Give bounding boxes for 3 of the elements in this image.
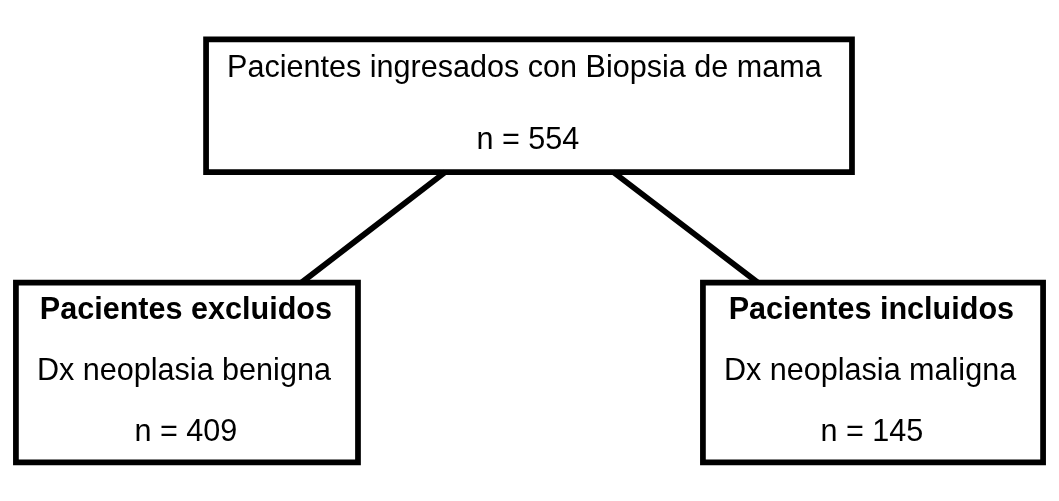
node-box: Pacientes ingresados con Biopsia de mama n = 554: [203, 36, 855, 175]
node-box: Pacientes incluidos Dx neoplasia maligna n = 145: [700, 279, 1046, 465]
node-box: Pacientes excluidos Dx neoplasia benigna n = 409: [13, 279, 361, 465]
